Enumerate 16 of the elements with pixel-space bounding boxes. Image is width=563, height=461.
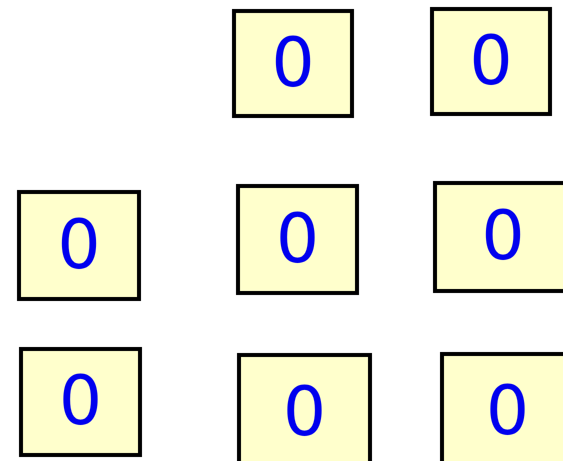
number-box xyxy=(430,7,552,116)
number-box xyxy=(440,352,563,461)
number-box xyxy=(236,184,359,295)
box-number: 0 xyxy=(271,30,315,98)
number-box xyxy=(232,9,354,118)
number-box xyxy=(17,190,141,301)
box-number: 0 xyxy=(282,379,326,447)
box-number: 0 xyxy=(469,28,513,96)
box-number: 0 xyxy=(276,206,320,274)
number-box xyxy=(19,347,142,457)
number-box xyxy=(433,181,563,293)
box-number: 0 xyxy=(486,378,530,446)
box-number: 0 xyxy=(57,212,101,280)
box-number: 0 xyxy=(58,368,102,436)
box-number: 0 xyxy=(481,203,525,271)
number-box xyxy=(237,353,372,461)
